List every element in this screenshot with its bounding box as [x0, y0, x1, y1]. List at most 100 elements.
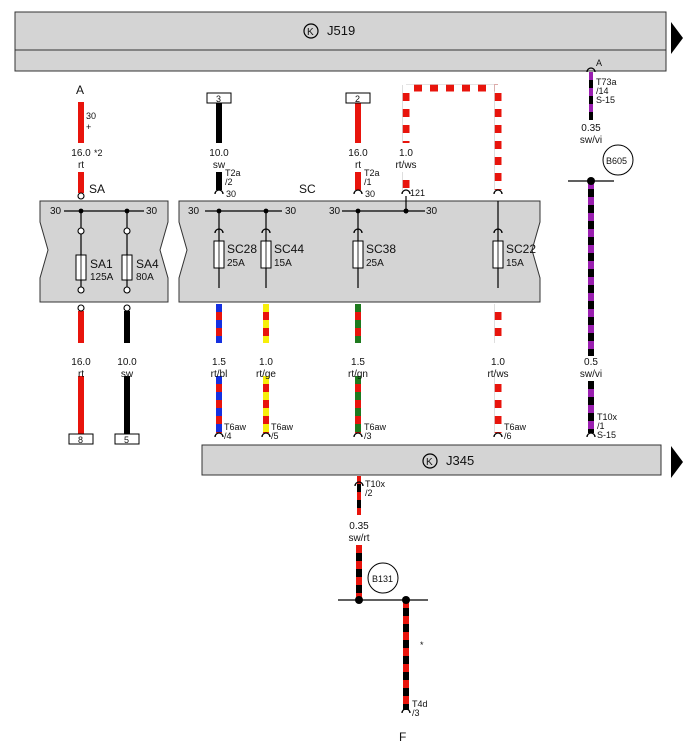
label-wire-sc22-out: 1.0rt/ws [487, 357, 508, 380]
svg-text:1.0: 1.0 [491, 357, 505, 368]
fuse-sc44-name: SC44 [274, 242, 304, 256]
control-unit-icon-glyph: K [307, 27, 314, 38]
connector-t6aw-6: T6aw/6 [504, 422, 527, 441]
svg-text:1.0: 1.0 [259, 357, 273, 368]
label-wire-sc-in-3: 10.0sw [209, 148, 229, 171]
svg-text:1.0: 1.0 [399, 148, 413, 159]
svg-text:1.5: 1.5 [212, 357, 226, 368]
svg-text:rt: rt [355, 160, 361, 171]
svg-text:5: 5 [124, 435, 129, 445]
svg-text:10.0: 10.0 [209, 148, 229, 159]
svg-text:rt: rt [78, 369, 84, 380]
label-30-top: 30 [86, 111, 96, 121]
label-star2: *2 [94, 148, 103, 158]
wire-sc22-upper [494, 304, 502, 343]
b131-label: B131 [372, 574, 393, 584]
label-wire-sa1-out: 16.0rt [71, 357, 91, 380]
wire-rtws-left-lower [402, 172, 410, 190]
sa-fuse-holder [39, 200, 169, 303]
svg-text:/3: /3 [412, 708, 420, 718]
label-a-small: A [596, 58, 602, 68]
svg-text:sw: sw [213, 160, 226, 171]
control-unit-icon-glyph: K [426, 457, 433, 468]
label-pin121: 121 [410, 188, 425, 198]
label-wire-sa4-out: 10.0sw [117, 357, 137, 380]
fuse-sa4-name: SA4 [136, 257, 159, 271]
j345-module[interactable]: K J345 [201, 444, 683, 478]
svg-text:rt/ge: rt/ge [256, 369, 276, 380]
svg-text:8: 8 [78, 435, 83, 445]
svg-text:0.35: 0.35 [581, 123, 601, 134]
b605-splice [602, 144, 634, 176]
j519-label: J519 [327, 23, 355, 38]
label-wire-a-in: 16.0rt [71, 148, 91, 171]
svg-text:sw/vi: sw/vi [580, 369, 602, 380]
svg-text:0.5: 0.5 [584, 357, 598, 368]
svg-text:16.0: 16.0 [348, 148, 368, 159]
connector-t2a-1: T2a/1 [364, 168, 380, 187]
label-plus: + [86, 122, 91, 132]
box-2: 2 [345, 92, 371, 104]
fuse-sa4-amps: 80A [136, 272, 154, 283]
label-f: F [399, 730, 406, 744]
svg-text:/1: /1 [364, 177, 372, 187]
fuse-sc22-name: SC22 [506, 242, 536, 256]
svg-text:sw: sw [121, 369, 134, 380]
connector-labels: T2a/2T2a/1T73a/14S-15T10x/1S-15T10x/2T4d… [224, 77, 618, 718]
fuse-sa1-name: SA1 [90, 257, 113, 271]
svg-text:rt/ws: rt/ws [487, 369, 508, 380]
svg-text:/2: /2 [365, 488, 373, 498]
connector-t10x-2: T10x/2 [365, 479, 386, 498]
sa-label: SA [89, 182, 105, 196]
svg-text:T10x: T10x [597, 412, 618, 422]
control-unit-icon [303, 23, 319, 39]
connector-t10x-1: T10x/1S-15 [597, 412, 618, 440]
svg-text:16.0: 16.0 [71, 357, 91, 368]
svg-text:rt/gn: rt/gn [348, 369, 368, 380]
control-unit-icon [422, 453, 438, 469]
label-wire-sc-in-rtws: 1.0rt/ws [395, 148, 416, 171]
j519-module[interactable]: K J519 [14, 11, 683, 72]
svg-text:/6: /6 [504, 431, 512, 441]
fuse-sc28-name: SC28 [227, 242, 257, 256]
svg-text:/3: /3 [364, 431, 372, 441]
connector-t4d-3: T4d/3 [412, 699, 428, 718]
label-wire-sc38-out: 1.5rt/gn [348, 357, 368, 380]
sc-terminal-30-a: 30 [188, 206, 200, 217]
svg-text:T6aw: T6aw [504, 422, 527, 432]
svg-text:0.35: 0.35 [349, 521, 369, 532]
label-a: A [76, 83, 84, 97]
sc-terminal-30-d: 30 [426, 206, 438, 217]
connector-t6aw-5: T6aw/5 [271, 422, 294, 441]
sa-terminal-30-left: 30 [50, 206, 62, 217]
label-30-t2a1: 30 [365, 189, 375, 199]
sa1-output-pin [77, 304, 85, 312]
label-wire-sc28-out: 1.5rt/bl [211, 357, 228, 380]
svg-text:rt: rt [78, 160, 84, 171]
b131-splice [367, 562, 399, 594]
svg-text:T6aw: T6aw [364, 422, 387, 432]
sc-terminal-30-c: 30 [329, 206, 341, 217]
svg-text:T10x: T10x [365, 479, 386, 489]
j345-label: J345 [446, 453, 474, 468]
svg-text:/5: /5 [271, 431, 279, 441]
sa-input-pin [77, 192, 85, 200]
wires [78, 72, 606, 710]
svg-text:10.0: 10.0 [117, 357, 137, 368]
svg-text:sw/rt: sw/rt [348, 533, 369, 544]
svg-text:3: 3 [216, 94, 221, 104]
sc-fuse-holder [178, 196, 541, 303]
fuse-sc38-name: SC38 [366, 242, 396, 256]
svg-text:S-15: S-15 [597, 430, 616, 440]
wire-rtws-left [402, 85, 410, 143]
box-8: 8 [68, 433, 94, 445]
svg-text:T4d: T4d [412, 699, 428, 709]
svg-text:sw/vi: sw/vi [580, 135, 602, 146]
sc-label: SC [299, 182, 316, 196]
sa-terminal-30-right: 30 [146, 206, 158, 217]
fuse-sc38-amps: 25A [366, 258, 384, 269]
label-wire-b605-out: 0.5sw/vi [580, 357, 602, 380]
